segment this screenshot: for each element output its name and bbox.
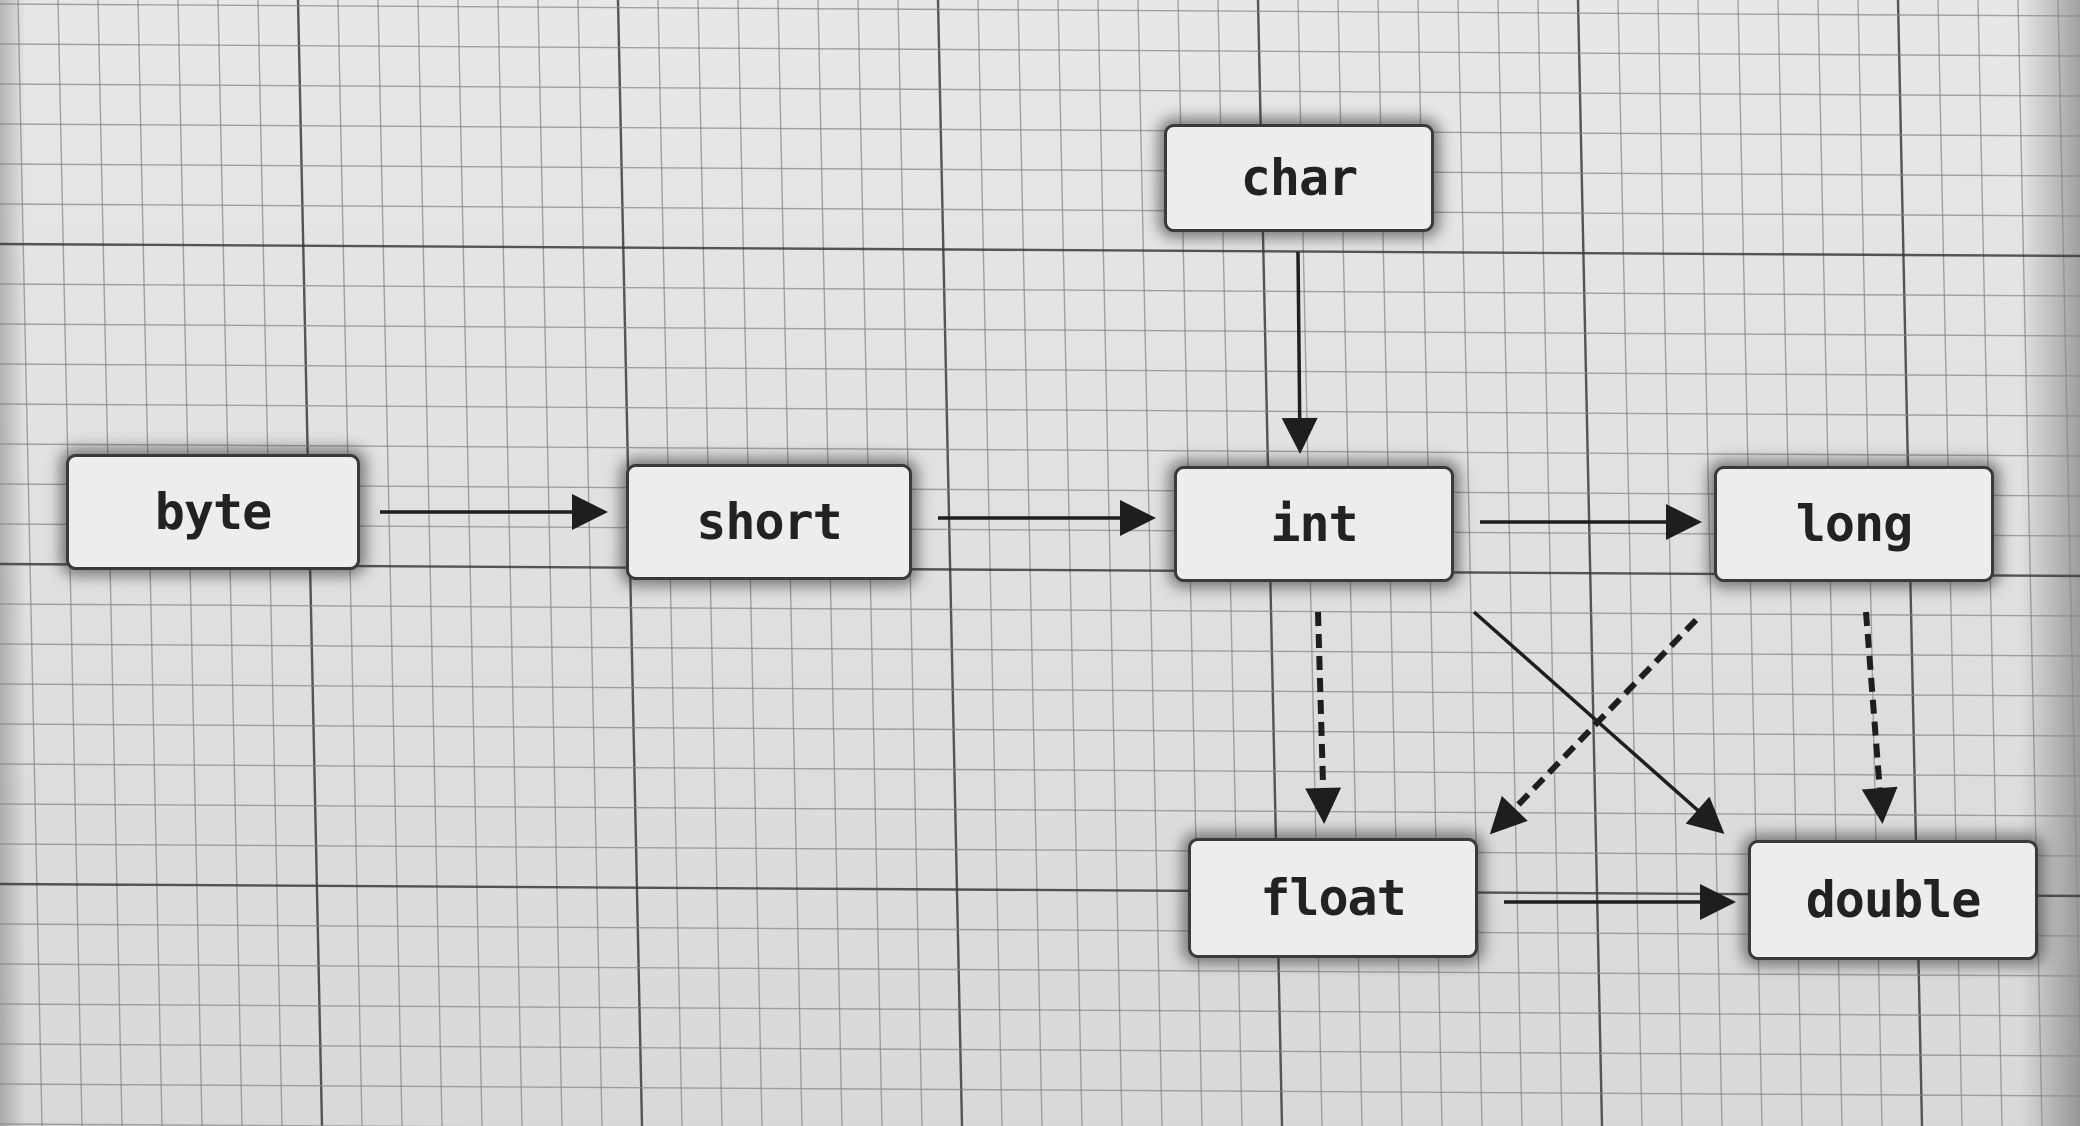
node-char: char (1164, 124, 1434, 232)
grid-minor-line (0, 203, 2080, 217)
grid-minor-line (377, 0, 403, 1126)
grid-minor-line (1697, 0, 1723, 1126)
grid-major-line (936, 0, 964, 1126)
grid-minor-line (0, 603, 2080, 617)
grid-minor-line (1057, 0, 1083, 1126)
grid-minor-line (1457, 0, 1483, 1126)
grid-minor-line (0, 323, 2080, 337)
grid-minor-line (0, 1003, 2080, 1017)
grid-minor-line (0, 843, 2080, 857)
node-double-label: double (1805, 871, 1982, 929)
grid-minor-line (0, 763, 2080, 777)
grid-minor-line (0, 923, 2080, 937)
grid-minor-line (1097, 0, 1123, 1126)
node-byte: byte (66, 454, 360, 570)
grid-minor-line (0, 803, 2080, 817)
grid-minor-line (417, 0, 443, 1126)
edge-int-to-float (1305, 611, 1342, 824)
node-double: double (1748, 840, 2038, 960)
grid-minor-line (1617, 0, 1643, 1126)
node-long: long (1714, 466, 1994, 582)
grid-minor-line (0, 683, 2080, 697)
grid-minor-line (0, 963, 2080, 977)
grid-minor-line (0, 1043, 2080, 1057)
grid-minor-line (977, 0, 1003, 1126)
node-float-label: float (1260, 869, 1407, 927)
node-int: int (1174, 466, 1454, 582)
node-short-label: short (696, 493, 843, 551)
grid-minor-line (457, 0, 483, 1126)
grid-minor-line (1537, 0, 1563, 1126)
node-long-label: long (1795, 495, 1913, 553)
grid-minor-line (0, 723, 2080, 737)
grid-minor-line (1497, 0, 1523, 1126)
grid-minor-line (0, 123, 2080, 137)
edge-char-to-int (1281, 251, 1318, 454)
grid-minor-line (2057, 0, 2080, 1066)
grid-minor-line (0, 363, 2080, 377)
grid-minor-line (0, 443, 2080, 457)
node-byte-label: byte (154, 483, 272, 541)
grid-minor-line (1137, 0, 1163, 1126)
grid-minor-line (0, 3, 2080, 17)
edge-long-to-double (1861, 611, 1898, 824)
node-float: float (1188, 838, 1478, 958)
grid-minor-line (0, 643, 2080, 657)
grid-minor-line (2017, 0, 2043, 1126)
grid-minor-line (0, 1083, 2080, 1097)
grid-minor-line (537, 0, 563, 1126)
grid-minor-line (0, 83, 2080, 97)
grid-minor-line (0, 163, 2080, 177)
edge-long-to-float (1489, 617, 1699, 835)
node-short: short (626, 464, 912, 580)
grid-minor-line (1657, 0, 1683, 1126)
node-char-label: char (1240, 149, 1358, 207)
grid-minor-line (1017, 0, 1043, 1126)
grid-minor-line (577, 0, 603, 1126)
grid-minor-line (497, 0, 523, 1126)
grid-minor-line (0, 283, 2080, 297)
grid-major-line (0, 242, 2080, 258)
grid-minor-line (0, 43, 2080, 57)
grid-major-line (1576, 0, 1604, 1126)
grid-minor-line (0, 403, 2080, 417)
node-int-label: int (1270, 495, 1358, 553)
